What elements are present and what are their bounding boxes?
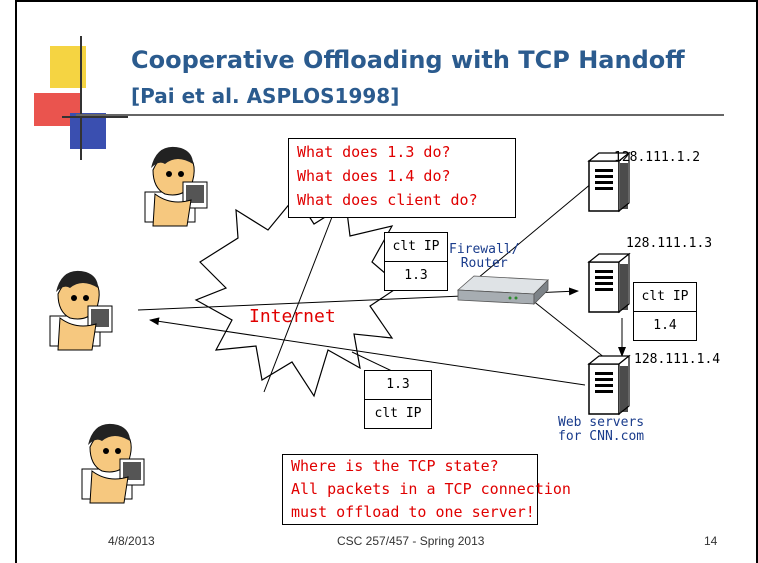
- packet-header-bottom: 1.3 clt IP: [364, 370, 432, 429]
- link-router-server1: [465, 182, 593, 289]
- title-divider: [76, 114, 724, 116]
- decorative-squares: [34, 36, 128, 160]
- packet-dst-ip: clt IP: [365, 399, 431, 428]
- question-line: must offload to one server!: [291, 503, 535, 521]
- person-at-computer-icon: [144, 146, 208, 227]
- question-line: What does 1.4 do?: [297, 167, 451, 185]
- packet-header-top: clt IP 1.3: [384, 232, 448, 291]
- footer-course: CSC 257/457 - Spring 2013: [337, 534, 485, 548]
- footer-page-number: 14: [704, 534, 718, 548]
- question-line: What does client do?: [297, 191, 478, 209]
- question-line: All packets in a TCP connection: [291, 480, 571, 498]
- packet-dst-ip: 1.4: [634, 311, 696, 340]
- packet-header-right: clt IP 1.4: [633, 282, 697, 341]
- question-line: What does 1.3 do?: [297, 143, 451, 161]
- slide-title: Cooperative Offloading with TCP Handoff: [131, 46, 685, 74]
- server-tower-icon: [587, 354, 631, 416]
- question-line: Where is the TCP state?: [291, 457, 499, 475]
- person-at-computer-icon: [49, 270, 113, 351]
- slide-subtitle: [Pai et al. ASPLOS1998]: [131, 84, 400, 108]
- frame-left-border: [15, 0, 17, 563]
- callout-line-top: [263, 216, 333, 393]
- connection-lines: [263, 182, 611, 393]
- questions-callout-bottom: Where is the TCP state? All packets in a…: [282, 454, 571, 525]
- server-ip-label: 128.111.1.4: [634, 352, 721, 367]
- frame-top-border: [15, 0, 758, 2]
- packet-src-ip: 1.3: [386, 377, 410, 392]
- packet-src-ip: clt IP: [392, 239, 440, 254]
- packet-src-ip: clt IP: [641, 289, 689, 304]
- callout-line-bottom: [351, 351, 395, 373]
- frame-right-border: [756, 0, 758, 563]
- internet-label: Internet: [249, 306, 336, 327]
- person-at-computer-icon: [81, 423, 145, 504]
- link-router-server3: [531, 299, 611, 363]
- router-icon: [456, 275, 549, 305]
- internet-cloud-icon: [194, 194, 401, 398]
- server-tower-icon: [587, 151, 631, 213]
- server-tower-icon: [587, 252, 631, 314]
- web-servers-label: Web servers for CNN.com: [558, 415, 645, 444]
- firewall-router-label: Firewall/ Router: [449, 242, 520, 271]
- packet-dst-ip: 1.3: [385, 261, 447, 290]
- server-to-client-arrow: [149, 317, 586, 386]
- server-ip-label: 128.111.1.2: [614, 150, 701, 165]
- server-ip-label: 128.111.1.3: [626, 236, 713, 251]
- footer-date: 4/8/2013: [108, 534, 155, 548]
- questions-callout-top: What does 1.3 do? What does 1.4 do? What…: [288, 138, 516, 218]
